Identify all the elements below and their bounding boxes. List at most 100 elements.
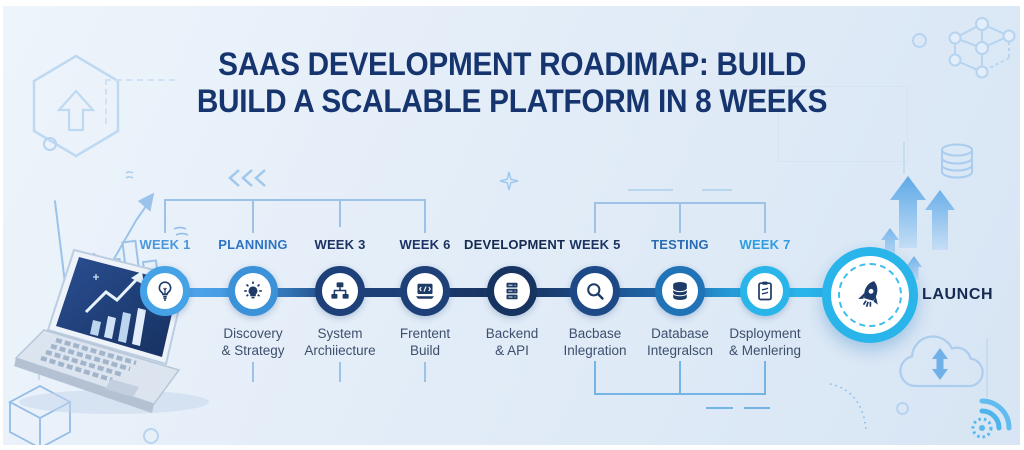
- page-title: SAAS DEVELOPMENT ROADIMAP: BUILD BUILD A…: [0, 46, 1024, 120]
- bracket-line: [594, 361, 596, 395]
- database-icon: [672, 282, 688, 300]
- bracket-line: [165, 199, 426, 201]
- sublabel-line: & Strategy: [221, 343, 285, 359]
- bracket-line: [339, 199, 341, 227]
- step-week-label: WEEK 3: [314, 237, 366, 252]
- timeline-connector: [595, 288, 680, 297]
- sublabel-line: Bacbase: [568, 326, 622, 341]
- step-sublabel: Dsployment & Menlering: [717, 325, 813, 360]
- timeline-connector: [165, 288, 253, 297]
- sublabel-line: Dsployment: [729, 326, 801, 341]
- clipboard-icon: [758, 281, 772, 301]
- page-margin: [1020, 0, 1024, 450]
- sublabel-line: & Menlering: [728, 343, 802, 359]
- step-node: [740, 266, 790, 316]
- step-node: [487, 266, 537, 316]
- timeline-step-week-6: WEEK 6 Frentent Build: [377, 237, 473, 360]
- timeline-connector: [253, 288, 340, 297]
- radar-icon: [971, 398, 1012, 439]
- step-sublabel: [117, 325, 213, 342]
- sublabel-line: Archiiecture: [304, 343, 376, 359]
- bracket-line: [679, 202, 681, 233]
- laptop-code-icon: [416, 283, 434, 299]
- server-icon: [506, 282, 518, 300]
- step-week-label: TESTING: [651, 237, 709, 252]
- bracket-line: [164, 199, 166, 233]
- bracket-dash: [744, 407, 770, 409]
- timeline-step-development: DEVELOPMENT Backend & API: [464, 237, 566, 360]
- bracket-line: [679, 361, 681, 395]
- bracket-line: [764, 202, 766, 233]
- circle-dot: [43, 137, 57, 151]
- bracket-tick: [252, 362, 254, 382]
- growth-arrows-icon: [881, 176, 955, 280]
- timeline-step-week-5: WEEK 5 Bacbase Inlegration: [547, 237, 643, 360]
- bracket-dash: [628, 189, 673, 191]
- timeline-step-week-1: WEEK 1: [117, 237, 213, 342]
- corner-lines: [105, 79, 175, 124]
- bracket-line: [252, 199, 254, 233]
- sublabel-line: Build: [409, 343, 441, 359]
- page-margin: [0, 0, 1024, 6]
- bracket-line: [764, 361, 766, 395]
- timeline-connector: [340, 288, 425, 297]
- timeline-connector: [512, 288, 595, 297]
- search-icon: [587, 283, 604, 300]
- circle-dot: [912, 33, 927, 48]
- squiggle-icon: [125, 171, 134, 179]
- step-week-label: WEEK 1: [139, 237, 191, 252]
- title-line-2: BUILD A SCALABLE PLATFORM IN 8 WEEKS: [196, 83, 828, 120]
- page-margin: [0, 0, 3, 450]
- step-sublabel: Frentent Build: [377, 325, 473, 360]
- vertical-line: [903, 142, 905, 174]
- step-week-label: DEVELOPMENT: [464, 237, 566, 252]
- bracket-dash: [702, 189, 732, 191]
- sparkle-icon: [499, 171, 519, 191]
- sublabel-line: Integralscn: [646, 343, 714, 359]
- launch-inner-ring: [838, 263, 902, 327]
- step-week-label: WEEK 7: [739, 237, 791, 252]
- network-nodes-icon: [948, 17, 1016, 79]
- step-node: [570, 266, 620, 316]
- timeline-step-week-3: WEEK 3 System Archiiecture: [292, 237, 388, 360]
- vertical-line: [986, 338, 988, 398]
- title-line-1: SAAS DEVELOPMENT ROADIMAP: BUILD: [218, 46, 806, 82]
- step-node: [655, 266, 705, 316]
- step-week-label: PLANNING: [218, 237, 288, 252]
- timeline-connector: [765, 288, 870, 297]
- sitemap-icon: [331, 282, 349, 299]
- database-outline-icon: [941, 143, 973, 179]
- sublabel-line: Database: [651, 326, 709, 341]
- step-sublabel: Database Integralscn: [632, 325, 728, 360]
- timeline-step-week-7: WEEK 7 Dsployment & Menlering: [717, 237, 813, 360]
- bracket-tick: [339, 362, 341, 382]
- step-week-label: WEEK 6: [399, 237, 451, 252]
- sublabel-line: & API: [495, 343, 529, 359]
- bracket-line: [424, 199, 426, 233]
- sublabel-line: Backend: [485, 326, 539, 341]
- bracket-dash: [706, 407, 733, 409]
- timeline-connector: [680, 288, 765, 297]
- cloud-sync-icon: [899, 335, 984, 388]
- timeline-step-testing: TESTING Database Integralscn: [632, 237, 728, 360]
- launch-node: [822, 247, 918, 343]
- step-node: [140, 266, 190, 316]
- page-margin: [0, 445, 1024, 450]
- step-node: [400, 266, 450, 316]
- chevrons-icon: [228, 169, 266, 187]
- dotted-arc: [829, 383, 867, 431]
- timeline-step-planning: PLANNING Discovery & Strategy: [205, 237, 301, 360]
- rocket-icon: [858, 281, 878, 307]
- step-week-label: WEEK 5: [569, 237, 621, 252]
- step-sublabel: System Archiiecture: [292, 325, 388, 360]
- sublabel-line: Frentent: [399, 326, 451, 341]
- sublabel-line: Discovery: [223, 326, 283, 341]
- sublabel-line: Inlegration: [563, 343, 627, 359]
- innovation-icon: [244, 281, 262, 299]
- step-node: [315, 266, 365, 316]
- step-node: [228, 266, 278, 316]
- circle-dot: [143, 428, 159, 444]
- lightbulb-icon: [158, 281, 172, 301]
- step-sublabel: Bacbase Inlegration: [547, 325, 643, 360]
